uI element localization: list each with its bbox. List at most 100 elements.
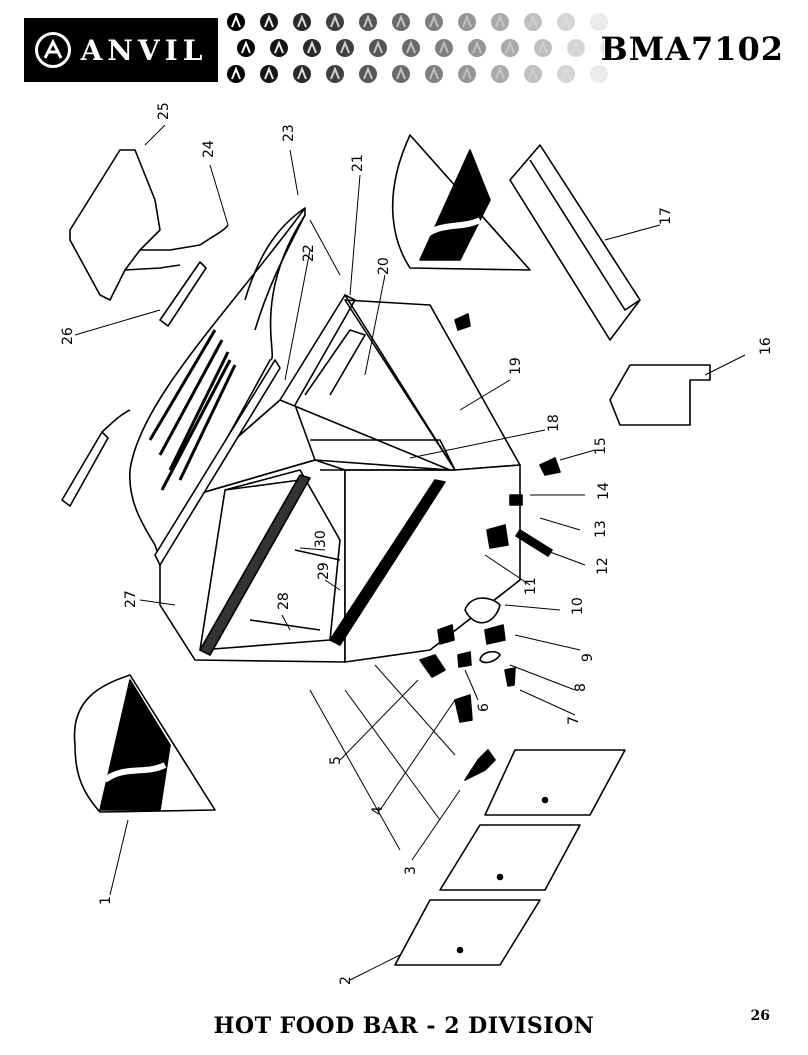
callout-4: 4: [370, 806, 386, 815]
brand-logo: ANVIL: [24, 18, 218, 82]
callout-29: 29: [316, 562, 332, 580]
switch-9: [484, 624, 506, 645]
heat-lamp-lower: [61, 431, 109, 507]
callout-5: 5: [328, 756, 344, 765]
plate-10: [464, 597, 501, 624]
pattern-logo-mark: [297, 14, 307, 28]
pattern-logo-icon: [491, 13, 509, 31]
bracket-12: [515, 529, 553, 557]
pattern-logo-mark: [528, 66, 538, 80]
brand-name: ANVIL: [80, 33, 208, 67]
glass-edge: [244, 207, 306, 331]
panel-wave: [417, 217, 482, 243]
page-number: 26: [750, 1008, 770, 1024]
anvil-a-icon: [34, 32, 71, 68]
valve-3: [464, 749, 496, 781]
heating-element-frame: [69, 149, 161, 301]
callout-27: 27: [123, 590, 139, 608]
pattern-logo-mark: [340, 40, 350, 54]
bracket-16: [609, 364, 711, 426]
pattern-logo-icon: [501, 39, 519, 57]
pattern-logo-mark: [363, 66, 373, 80]
knob-19: [454, 313, 471, 331]
pan-hole-2: [496, 873, 504, 881]
callout-23: 23: [281, 124, 297, 142]
pattern-logo-icon: [567, 39, 585, 57]
pattern-logo-mark: [330, 14, 340, 28]
pattern-logo-icon: [458, 13, 476, 31]
pattern-logo-mark: [264, 14, 274, 28]
callout-17: 17: [658, 207, 674, 225]
callout-8: 8: [573, 683, 589, 692]
knob-27b: [437, 624, 455, 645]
pattern-logo-mark: [396, 14, 406, 28]
switch-14: [509, 494, 523, 506]
channel-17: [509, 144, 641, 341]
callout-18: 18: [546, 414, 562, 432]
knob-15: [539, 457, 561, 476]
callout-28: 28: [276, 592, 292, 610]
elbow-5: [419, 654, 446, 678]
cabinet-side-panel: [344, 299, 521, 471]
callout-7: 7: [566, 716, 582, 725]
page-header: ANVIL BMA7102: [0, 0, 808, 90]
pattern-logo-mark: [231, 14, 241, 28]
pattern-logo-mark: [439, 40, 449, 54]
pan-middle: [439, 824, 581, 891]
pattern-logo-mark: [594, 14, 604, 28]
pipe-4: [454, 694, 473, 723]
pattern-logo-mark: [429, 14, 439, 28]
element-plugs: [124, 224, 229, 271]
callout-3: 3: [403, 866, 419, 875]
pattern-logo-icon: [600, 39, 612, 57]
pattern-logo-mark: [462, 66, 472, 80]
callout-6: 6: [476, 703, 492, 712]
pattern-logo-icon: [534, 39, 552, 57]
pan-lower: [394, 899, 541, 966]
pattern-logo-mark: [330, 66, 340, 80]
guard-vents: [148, 329, 237, 491]
callout-1: 1: [98, 896, 114, 905]
end-panel-1-stripes: [99, 679, 171, 811]
pattern-logo-mark: [406, 40, 416, 54]
callout-14: 14: [596, 482, 612, 500]
rail-2: [199, 474, 311, 656]
logo-pattern: [227, 13, 612, 83]
callout-25: 25: [156, 102, 172, 120]
pattern-logo-mark: [264, 66, 274, 80]
pattern-logo-icon: [590, 65, 608, 83]
callout-9: 9: [580, 653, 596, 662]
pattern-logo-mark: [396, 66, 406, 80]
pattern-logo-mark: [363, 14, 373, 28]
guard-rail: [154, 359, 281, 566]
page-title: HOT FOOD BAR - 2 DIVISION: [213, 1013, 595, 1039]
pattern-logo-icon: [557, 13, 575, 31]
channel-17-inner: [529, 159, 641, 311]
callout-10: 10: [570, 597, 586, 615]
pattern-logo-icon: [491, 65, 509, 83]
pattern-logo-mark: [495, 14, 505, 28]
pattern-logo-mark: [274, 40, 284, 54]
control-box-11: [486, 524, 509, 549]
pattern-logo-mark: [472, 40, 482, 54]
pattern-logo-mark: [528, 14, 538, 28]
lamp-cord: [101, 409, 131, 433]
callout-13: 13: [593, 520, 609, 538]
callout-22: 22: [301, 244, 317, 262]
pattern-logo-mark: [604, 40, 612, 54]
pattern-logo-mark: [297, 66, 307, 80]
pattern-logo-mark: [241, 40, 251, 54]
pattern-logo-icon: [557, 65, 575, 83]
pattern-logo-mark: [594, 66, 604, 80]
callout-20: 20: [376, 257, 392, 275]
callout-15: 15: [593, 437, 609, 455]
callout-26: 26: [60, 327, 76, 345]
exploded-parts-diagram: 1 2 3 4 5 6 7 8 9 10 11 12 13 14 15 16 1…: [60, 102, 774, 985]
pattern-logo-mark: [462, 14, 472, 28]
part-6: [457, 651, 472, 668]
pan-hole-1: [541, 796, 549, 804]
pattern-logo-mark: [429, 66, 439, 80]
top-frame: [279, 294, 456, 471]
callout-12: 12: [595, 557, 611, 575]
pattern-logo-icon: [590, 13, 608, 31]
